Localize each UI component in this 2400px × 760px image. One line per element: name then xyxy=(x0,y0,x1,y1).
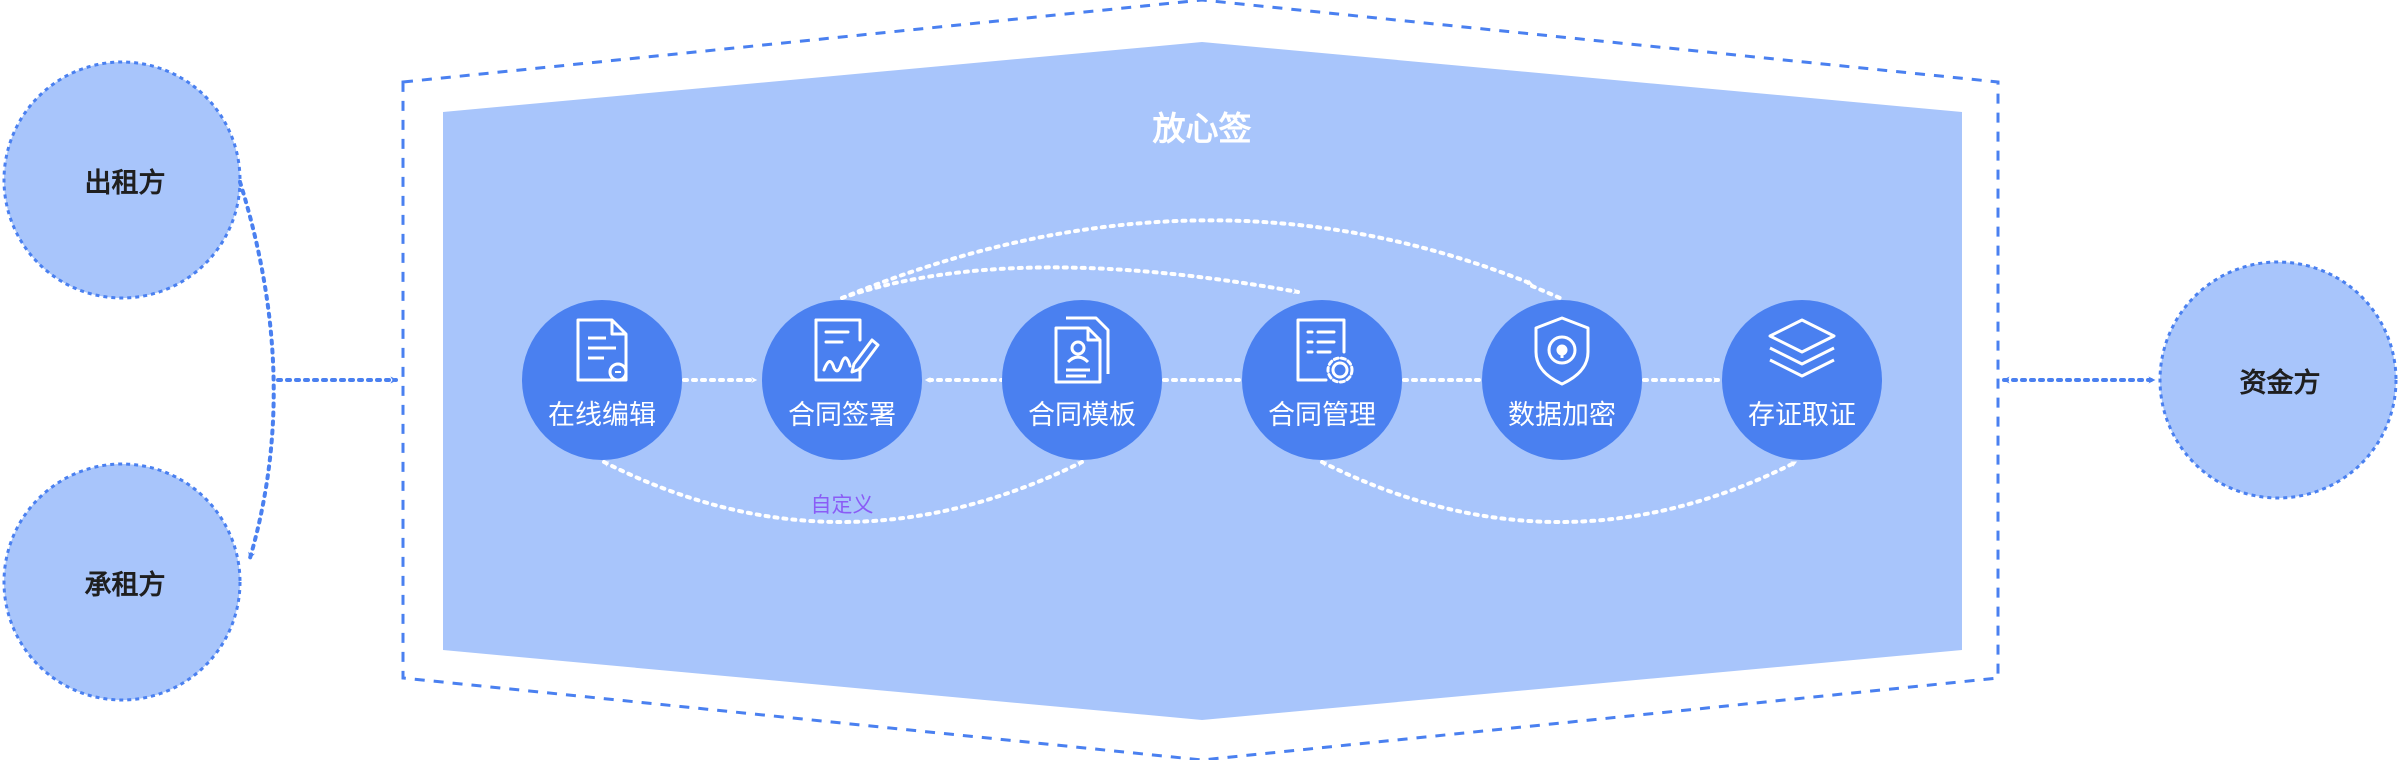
process-connectors xyxy=(602,218,1798,524)
node-contract-sign-label: 合同签署 xyxy=(788,400,896,431)
party-funder-label: 资金方 xyxy=(2240,367,2321,399)
node-contract-sign: 合同签署 xyxy=(762,300,922,460)
shield-lock-icon xyxy=(1534,316,1590,386)
sign-to-encrypt-arrow xyxy=(840,218,1534,300)
custom-loop-arrows xyxy=(602,460,1084,524)
party-lessor: 出租方 xyxy=(2,60,242,300)
node-online-edit-label: 在线编辑 xyxy=(548,400,656,431)
template-files-icon xyxy=(1054,316,1110,384)
node-contract-manage: 合同管理 xyxy=(1242,300,1402,460)
node-evidence-store-label: 存证取证 xyxy=(1748,400,1856,431)
party-funder: 资金方 xyxy=(2158,260,2398,500)
layers-stack-icon xyxy=(1768,318,1836,378)
node-data-encrypt-label: 数据加密 xyxy=(1508,400,1616,431)
lessor-to-lessee-arrow xyxy=(238,180,276,560)
node-online-edit: 在线编辑 xyxy=(522,300,682,460)
node-contract-template-label: 合同模板 xyxy=(1028,400,1136,431)
platform-title: 放心签 xyxy=(1153,109,1252,148)
sign-to-manage-arrow xyxy=(840,265,1300,300)
party-lessor-label: 出租方 xyxy=(85,167,166,199)
node-data-encrypt: 数据加密 xyxy=(1482,300,1642,460)
node-contract-manage-label: 合同管理 xyxy=(1268,400,1376,431)
party-lessee: 承租方 xyxy=(2,462,242,702)
platform-outer-boundary xyxy=(401,0,2000,760)
manage-evidence-loop-arrows xyxy=(1320,460,1798,524)
list-gear-icon xyxy=(1296,318,1354,384)
signature-pen-icon xyxy=(814,318,880,382)
custom-note-label: 自定义 xyxy=(811,493,874,517)
node-evidence-store: 存证取证 xyxy=(1722,300,1882,460)
document-edit-icon xyxy=(576,318,628,382)
node-contract-template: 合同模板 xyxy=(1002,300,1162,460)
party-lessee-label: 承租方 xyxy=(85,569,166,601)
encrypt-top-link xyxy=(1530,284,1562,300)
